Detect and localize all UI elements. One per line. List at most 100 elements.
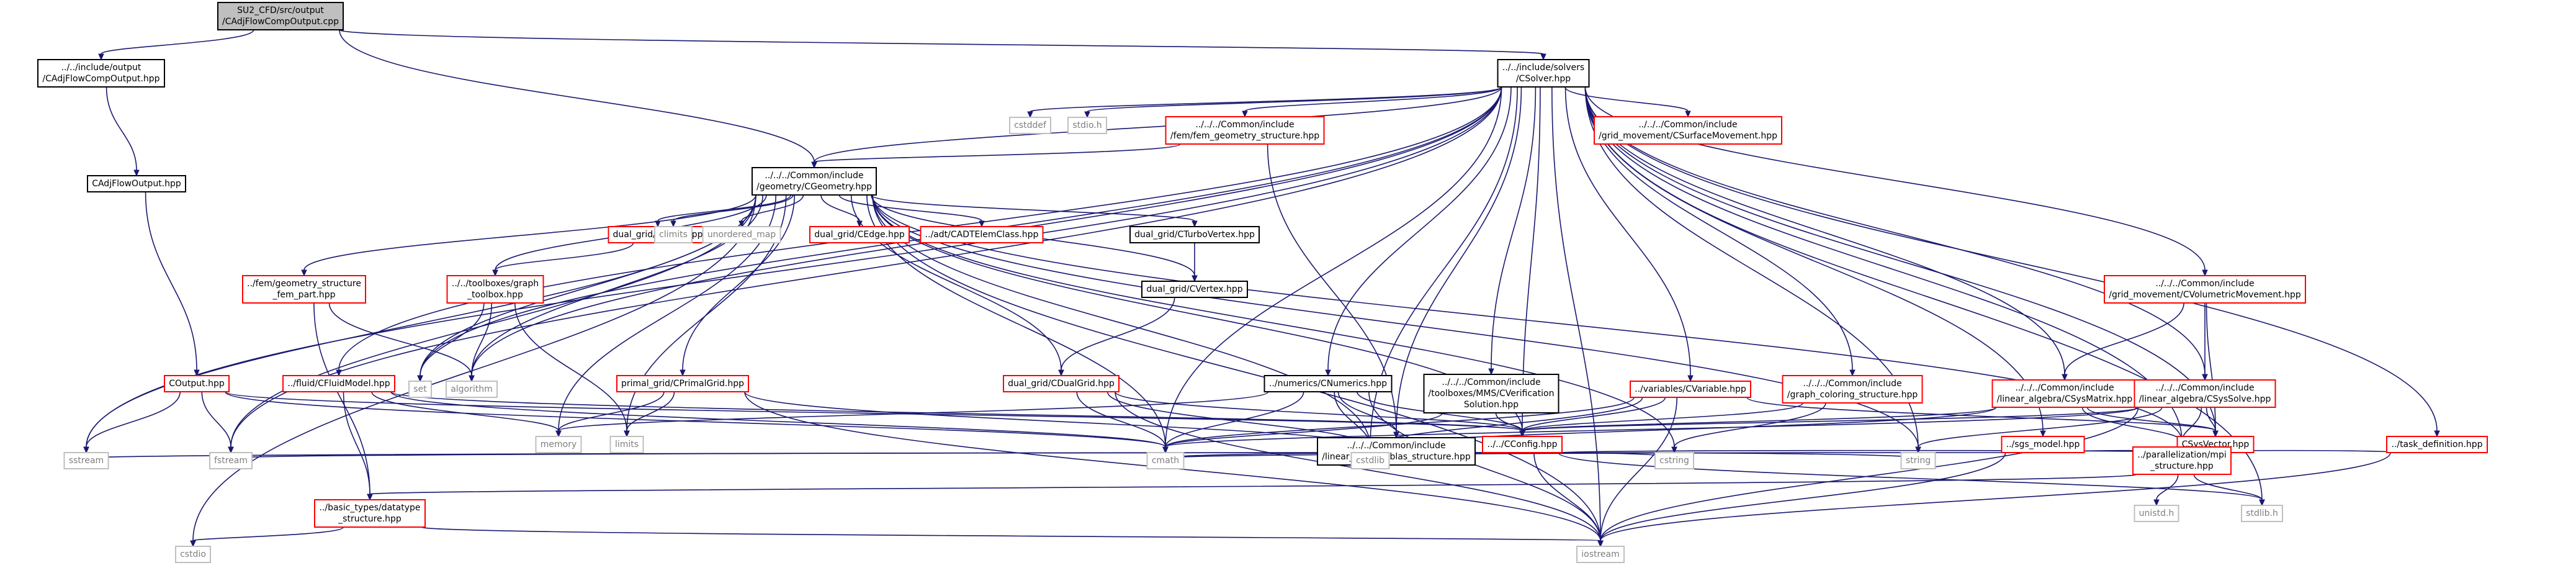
edge-line xyxy=(871,194,1195,222)
node-cmath: cmath xyxy=(1146,452,1185,469)
node-box xyxy=(37,59,165,88)
node-cstdio: cstdio xyxy=(175,546,211,563)
node-box xyxy=(702,226,781,243)
node-cnumerics[interactable]: ../numerics/CNumerics.hpp xyxy=(1263,375,1393,392)
node-label: cstdio xyxy=(180,549,206,559)
node-cconfig[interactable]: ../../CConfig.hpp xyxy=(1482,436,1563,453)
edge-arrowhead xyxy=(190,540,196,548)
edge-line xyxy=(1165,412,1443,448)
node-box xyxy=(2241,505,2283,522)
edge-arrowhead xyxy=(1488,368,1494,376)
edge-primal-grid-to-limits xyxy=(624,391,675,438)
node-csyssolve[interactable]: ../../../Common/include/linear_algebra/C… xyxy=(2134,379,2276,408)
node-box xyxy=(1067,117,1107,134)
node-box xyxy=(164,375,230,392)
node-box xyxy=(654,226,693,243)
node-mpi-structure[interactable]: ../parallelization/mpi_structure.hpp xyxy=(2132,446,2232,475)
edge-line xyxy=(1558,452,2263,500)
node-iostream: iostream xyxy=(1576,546,1625,563)
node-dual-cedge[interactable]: dual_grid/CEdge.hpp xyxy=(809,226,910,243)
node-label: ../../include/output xyxy=(61,63,141,73)
edge-dual-cpoint-to-graph-toolbox xyxy=(492,242,634,277)
node-fem-geometry-part[interactable]: ../fem/geometry_structure_fem_part.hpp xyxy=(242,275,366,304)
node-label: ../task_definition.hpp xyxy=(2391,440,2482,449)
edge-csolver-to-cnumerics xyxy=(1325,86,1512,377)
edge-arrowhead xyxy=(469,375,475,382)
edge-line xyxy=(101,29,254,55)
edge-cgeometry-to-dual-cedge xyxy=(820,194,863,228)
node-dual-cvertex[interactable]: dual_grid/CVertex.hpp xyxy=(1141,281,1248,298)
edge-arrowhead xyxy=(228,446,234,454)
node-cfluidmodel[interactable]: ../fluid/CFluidModel.hpp xyxy=(282,375,395,392)
node-box xyxy=(209,452,253,469)
edge-arrowhead xyxy=(1540,53,1546,61)
node-cadjflowcompoutput[interactable]: ../../include/output/CAdjFlowCompOutput.… xyxy=(37,59,165,88)
edge-arrowhead xyxy=(2202,269,2208,277)
edge-line xyxy=(682,194,795,371)
node-box xyxy=(1129,226,1260,243)
node-label: string xyxy=(1906,456,1931,466)
edge-fem-geometry-part-to-algorithm xyxy=(328,302,475,382)
node-box xyxy=(87,175,186,192)
edge-line xyxy=(1600,397,1678,541)
node-cstdlib: cstdlib xyxy=(1350,452,1390,469)
edge-mpi-structure-to-unistd-h xyxy=(2153,474,2179,507)
node-label: set xyxy=(413,384,427,394)
node-csysmatrix[interactable]: ../../../Common/include/linear_algebra/C… xyxy=(1991,379,2138,408)
edge-arrowhead xyxy=(1849,369,1856,377)
node-box xyxy=(314,499,426,528)
edge-line xyxy=(145,191,197,371)
node-cadjflowoutput[interactable]: CAdjFlowOutput.hpp xyxy=(87,175,186,192)
node-box xyxy=(1146,452,1185,469)
node-label: ../../../Common/include xyxy=(2015,383,2114,393)
edge-arrowhead xyxy=(680,369,686,377)
node-blas-structure[interactable]: ../../../Common/include/linear_algebra/b… xyxy=(1317,437,1476,466)
node-cverification[interactable]: ../../../Common/include/toolboxes/MMS/CV… xyxy=(1423,374,1560,413)
edge-arrowhead xyxy=(1192,275,1198,282)
edge-arrowhead xyxy=(2202,374,2208,381)
node-coutput[interactable]: COutput.hpp xyxy=(164,375,230,392)
node-cvariable[interactable]: ../variables/CVariable.hpp xyxy=(1630,381,1751,398)
edge-line xyxy=(2086,407,2216,431)
node-graph-toolbox[interactable]: ../../toolboxes/graph_toolbox.hpp xyxy=(446,275,544,304)
edge-line xyxy=(1165,452,2006,459)
node-task-definition[interactable]: ../task_definition.hpp xyxy=(2386,436,2488,453)
edge-line xyxy=(313,302,370,495)
node-graph-coloring[interactable]: ../../../Common/include/graph_coloring_s… xyxy=(1782,375,1923,404)
node-label: primal_grid/CPrimalGrid.hpp xyxy=(621,379,744,389)
node-dual-cdualgrid[interactable]: dual_grid/CDualGrid.hpp xyxy=(1003,375,1120,392)
node-box xyxy=(752,167,877,196)
node-string: string xyxy=(1900,452,1936,469)
node-label: ../../include/solvers xyxy=(1502,63,1584,73)
node-csolver[interactable]: ../../include/solvers/CSolver.hpp xyxy=(1497,59,1590,88)
node-cvolumetricmovement[interactable]: ../../../Common/include/grid_movement/CV… xyxy=(2104,275,2306,304)
edge-arrowhead xyxy=(811,161,817,169)
node-box xyxy=(242,275,366,304)
node-label: unordered_map xyxy=(707,230,776,240)
node-cadtelemclass[interactable]: ../adt/CADTElemClass.hpp xyxy=(920,226,1044,243)
node-label: dual_grid/CDualGrid.hpp xyxy=(1008,379,1115,389)
node-cgeometry[interactable]: ../../../Common/include/geometry/CGeomet… xyxy=(752,167,877,196)
node-csurfacemovement[interactable]: ../../../Common/include/grid_movement/CS… xyxy=(1594,116,1782,145)
node-label: ../../CConfig.hpp xyxy=(1487,440,1557,449)
node-sgs-model[interactable]: ../sgs_model.hpp xyxy=(2001,436,2085,453)
node-root[interactable]: SU2_CFD/src/output/CAdjFlowCompOutput.cp… xyxy=(217,2,344,30)
node-dual-cturbovertex[interactable]: dual_grid/CTurboVertex.hpp xyxy=(1129,226,1260,243)
node-label: memory xyxy=(541,440,577,449)
edge-csyssolve-to-cmath xyxy=(1162,407,2139,454)
edge-line xyxy=(343,391,370,495)
node-label: dual_grid/CVertex.hpp xyxy=(1146,284,1242,294)
node-box xyxy=(1350,452,1390,469)
node-cstddef: cstddef xyxy=(1009,117,1051,134)
node-primal-grid[interactable]: primal_grid/CPrimalGrid.hpp xyxy=(616,375,749,392)
node-datatype-structure[interactable]: ../basic_types/datatype_structure.hpp xyxy=(314,499,426,528)
edge-line xyxy=(86,391,181,448)
node-box xyxy=(535,436,582,453)
node-label: /toolboxes/MMS/CVerification xyxy=(1429,389,1555,399)
edge-line xyxy=(328,302,472,376)
edge-line xyxy=(495,242,634,271)
node-label: stdio.h xyxy=(1072,120,1102,130)
node-set: set xyxy=(408,381,432,398)
node-fem-geometry[interactable]: ../../../Common/include/fem/fem_geometry… xyxy=(1165,116,1325,145)
